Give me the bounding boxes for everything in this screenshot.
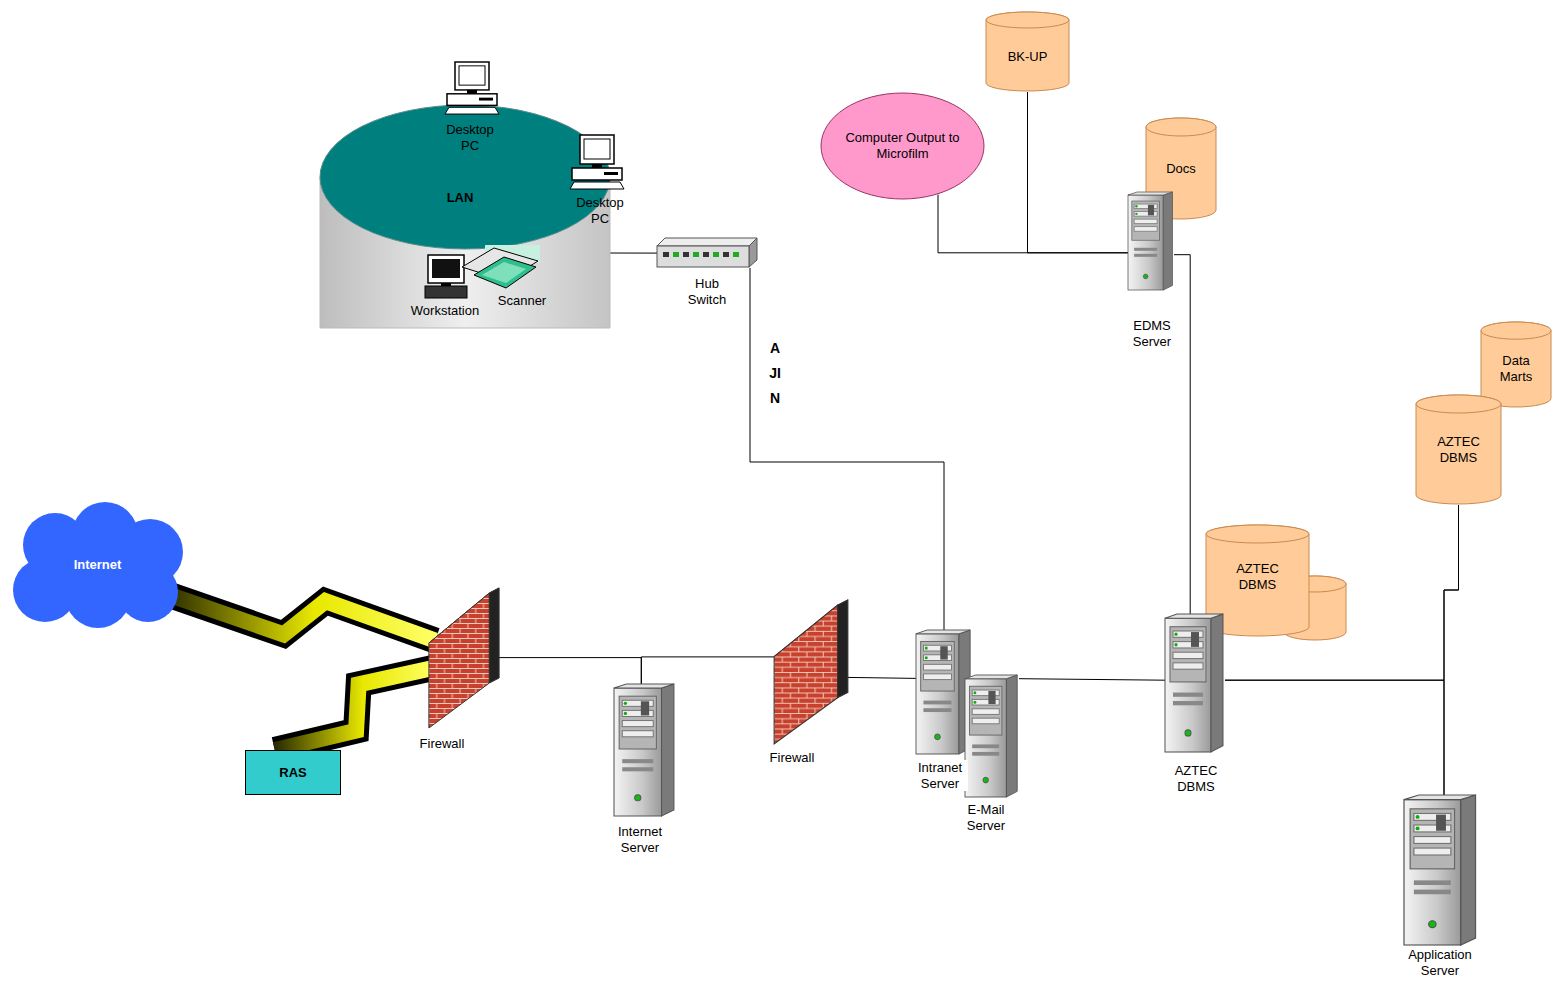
text-holder: Internet Server bbox=[605, 824, 675, 855]
node-label: BK-UP bbox=[998, 49, 1058, 65]
network-line bbox=[1444, 505, 1459, 795]
desktop-pc bbox=[570, 135, 625, 190]
desktop-pc-node: Desktop PC bbox=[570, 135, 625, 190]
network-line bbox=[641, 657, 775, 684]
text-holder: AZTEC DBMS bbox=[1166, 763, 1226, 794]
text-holder: Scanner bbox=[492, 293, 552, 309]
text-holder: Data Marts bbox=[1491, 353, 1541, 384]
hub-switch-node: Hub Switch bbox=[657, 237, 757, 268]
network-line bbox=[750, 268, 944, 630]
network-line bbox=[938, 195, 1128, 253]
storage-cylinder-node: BK-UP bbox=[985, 12, 1070, 92]
text-holder: E-Mail Server bbox=[956, 802, 1016, 833]
node-label: Computer Output to Microfilm bbox=[838, 130, 968, 161]
server-icon bbox=[1165, 614, 1225, 752]
server-icon-node: Application Server bbox=[1404, 795, 1478, 945]
firewall-node: Firewall bbox=[770, 600, 852, 746]
node-label: LAN bbox=[430, 190, 490, 206]
node-label: Scanner bbox=[492, 293, 552, 309]
text-holder: Intranet Server bbox=[912, 760, 968, 791]
storage-cylinder-node: AZTEC DBMS bbox=[1415, 395, 1502, 505]
text-holder: Application Server bbox=[1395, 947, 1485, 978]
workstation bbox=[425, 255, 467, 298]
node-label: Hub Switch bbox=[677, 276, 737, 307]
node-label: Firewall bbox=[407, 736, 477, 752]
server-icon bbox=[614, 684, 676, 816]
text-holder: BK-UP bbox=[998, 49, 1058, 65]
node-label: Intranet Server bbox=[912, 760, 968, 791]
link-label: AJIN bbox=[768, 336, 782, 411]
node-label: Data Marts bbox=[1491, 353, 1541, 384]
text-holder: Desktop PC bbox=[570, 195, 630, 226]
server-icon bbox=[965, 675, 1019, 797]
server-icon bbox=[1404, 795, 1478, 945]
node-label: Workstation bbox=[405, 303, 485, 319]
scanner bbox=[460, 245, 540, 290]
network-line bbox=[497, 658, 642, 684]
scanner-node: Scanner bbox=[460, 245, 540, 290]
network-line bbox=[607, 253, 657, 254]
text-holder: Hub Switch bbox=[677, 276, 737, 307]
text-holder: AZTEC DBMS bbox=[1429, 434, 1489, 465]
server-icon bbox=[916, 630, 972, 754]
text-holder: Docs bbox=[1151, 161, 1211, 177]
text-holder: AZTEC DBMS bbox=[1218, 561, 1298, 592]
node-label: AZTEC DBMS bbox=[1218, 561, 1298, 592]
text-holder: Internet bbox=[48, 557, 148, 573]
text-holder: Desktop PC bbox=[440, 122, 500, 153]
node-label: Desktop PC bbox=[570, 195, 630, 226]
node-label: AZTEC DBMS bbox=[1166, 763, 1226, 794]
ras-box-node: RAS bbox=[245, 750, 341, 795]
text-holder: Firewall bbox=[757, 750, 827, 766]
node-label: AZTEC DBMS bbox=[1429, 434, 1489, 465]
firewall bbox=[425, 588, 503, 730]
firewall bbox=[770, 600, 852, 746]
lightning-link bbox=[275, 668, 435, 750]
network-line bbox=[1028, 92, 1129, 253]
text-holder: EDMS Server bbox=[1122, 318, 1182, 349]
desktop-pc-node: Desktop PC bbox=[445, 62, 500, 115]
network-line bbox=[1019, 679, 1165, 681]
firewall-node: Firewall bbox=[425, 588, 503, 730]
text-holder: Computer Output to Microfilm bbox=[838, 130, 968, 161]
node-label: RAS bbox=[253, 765, 333, 781]
network-line bbox=[1225, 680, 1444, 795]
node-label: E-Mail Server bbox=[956, 802, 1016, 833]
network-line bbox=[1174, 255, 1190, 614]
node-label: Desktop PC bbox=[440, 122, 500, 153]
server-icon bbox=[1128, 192, 1174, 290]
node-label: Docs bbox=[1151, 161, 1211, 177]
node-label: Firewall bbox=[757, 750, 827, 766]
workstation-node: Workstation bbox=[425, 255, 467, 298]
internet-cloud-node: Internet bbox=[10, 500, 185, 630]
node-label: Application Server bbox=[1395, 947, 1485, 978]
node-label: Internet bbox=[48, 557, 148, 573]
storage-cylinder-node: Data Marts bbox=[1480, 322, 1552, 408]
output-ellipse-node: Computer Output to Microfilm bbox=[820, 92, 985, 200]
text-holder: Firewall bbox=[407, 736, 477, 752]
text-holder: LAN bbox=[430, 190, 490, 206]
text-holder: RAS bbox=[253, 765, 333, 781]
desktop-pc bbox=[445, 62, 500, 115]
node-label: EDMS Server bbox=[1122, 318, 1182, 349]
server-icon-node: Intranet Server bbox=[916, 630, 972, 754]
server-icon-node: E-Mail Server bbox=[965, 675, 1019, 797]
hub-switch bbox=[657, 237, 757, 268]
lan-disk-node: LANDesktop PCDesktop PCWorkstationScanne… bbox=[320, 100, 610, 330]
lightning-link bbox=[166, 594, 435, 641]
server-icon-node: Internet Server bbox=[614, 684, 676, 816]
text-holder: Workstation bbox=[405, 303, 485, 319]
network-line bbox=[846, 677, 916, 678]
server-icon-node: AZTEC DBMS bbox=[1165, 614, 1225, 752]
server-icon-node: EDMS Server bbox=[1128, 192, 1174, 290]
node-label: Internet Server bbox=[605, 824, 675, 855]
